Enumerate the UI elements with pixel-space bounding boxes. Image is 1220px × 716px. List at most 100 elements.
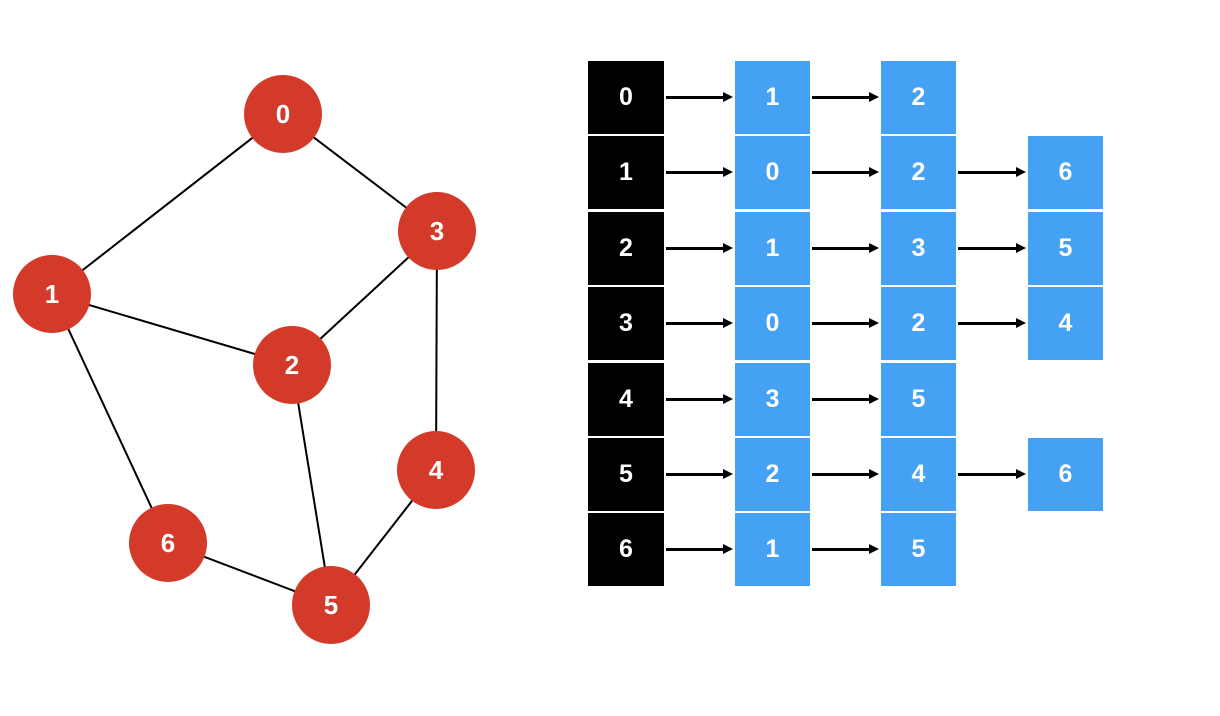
adjacency-cell-6-1: 1 [735, 513, 810, 586]
arrow-shaft [812, 548, 871, 551]
arrow-shaft [958, 473, 1018, 476]
adjacency-cell-1-2: 2 [881, 136, 956, 209]
graph-edge-0-1 [51, 113, 284, 295]
adjacency-cell-6-5: 5 [881, 513, 956, 586]
arrow-shaft [666, 247, 725, 250]
arrow-tip [869, 243, 879, 253]
graph-node-label: 5 [324, 590, 338, 620]
arrow-tip [869, 92, 879, 102]
arrow-shaft [812, 473, 871, 476]
adjacency-cell-1-6: 6 [1028, 136, 1103, 209]
arrow-shaft [666, 96, 725, 99]
arrow-tip [869, 394, 879, 404]
arrow-connector-icon [958, 243, 1026, 254]
graph-node-0 [244, 75, 322, 153]
arrow-connector-icon [812, 394, 879, 405]
graph-node-label: 3 [430, 216, 444, 246]
adjacency-cell-2-3: 3 [881, 212, 956, 285]
arrow-connector-icon [666, 167, 733, 178]
adjacency-head-cell-4: 4 [588, 363, 664, 436]
arrow-connector-icon [812, 469, 879, 480]
adjacency-cell-5-2: 2 [735, 438, 810, 511]
arrow-tip [869, 544, 879, 554]
graph-node-5 [292, 566, 370, 644]
arrow-connector-icon [666, 394, 733, 405]
arrow-connector-icon [812, 243, 879, 254]
graph-edge-2-5 [291, 364, 332, 606]
graph-node-3 [398, 192, 476, 270]
arrow-shaft [812, 398, 871, 401]
arrow-shaft [812, 322, 871, 325]
arrow-shaft [958, 247, 1018, 250]
arrow-tip [723, 243, 733, 253]
graph-edge-3-4 [435, 230, 438, 471]
arrow-shaft [812, 96, 871, 99]
arrow-shaft [666, 473, 725, 476]
adjacency-cell-2-5: 5 [1028, 212, 1103, 285]
arrow-tip [1016, 469, 1026, 479]
arrow-connector-icon [958, 469, 1026, 480]
graph-edge-1-6 [51, 293, 169, 544]
adjacency-cell-3-4: 4 [1028, 287, 1103, 360]
graph-node-6 [129, 504, 207, 582]
adjacency-head-cell-5: 5 [588, 438, 664, 511]
arrow-tip [723, 469, 733, 479]
adjacency-head-cell-3: 3 [588, 287, 664, 360]
arrow-shaft [958, 322, 1018, 325]
adjacency-cell-0-1: 1 [735, 61, 810, 134]
adjacency-cell-4-5: 5 [881, 363, 956, 436]
arrow-tip [723, 92, 733, 102]
adjacency-cell-3-0: 0 [735, 287, 810, 360]
arrow-tip [869, 167, 879, 177]
arrow-tip [1016, 243, 1026, 253]
adjacency-cell-2-1: 1 [735, 212, 810, 285]
arrow-tip [869, 469, 879, 479]
arrow-connector-icon [958, 318, 1026, 329]
arrow-tip [723, 167, 733, 177]
arrow-tip [723, 318, 733, 328]
arrow-shaft [666, 322, 725, 325]
graph-edge-1-2 [51, 293, 293, 366]
arrow-shaft [666, 171, 725, 174]
graph-node-label: 2 [285, 350, 299, 380]
adjacency-cell-4-3: 3 [735, 363, 810, 436]
arrow-connector-icon [812, 167, 879, 178]
arrow-shaft [666, 398, 725, 401]
graph-node-label: 6 [161, 528, 175, 558]
arrow-connector-icon [812, 318, 879, 329]
graph-node-4 [397, 431, 475, 509]
arrow-tip [1016, 167, 1026, 177]
arrow-tip [723, 544, 733, 554]
arrow-connector-icon [666, 92, 733, 103]
arrow-shaft [812, 247, 871, 250]
arrow-connector-icon [812, 544, 879, 555]
arrow-connector-icon [666, 544, 733, 555]
arrow-shaft [958, 171, 1018, 174]
arrow-connector-icon [666, 318, 733, 329]
adjacency-cell-3-2: 2 [881, 287, 956, 360]
arrow-connector-icon [812, 92, 879, 103]
graph-node-2 [253, 326, 331, 404]
adjacency-head-cell-0: 0 [588, 61, 664, 134]
arrow-tip [723, 394, 733, 404]
adjacency-cell-1-0: 0 [735, 136, 810, 209]
adjacency-cell-0-2: 2 [881, 61, 956, 134]
arrow-connector-icon [666, 243, 733, 254]
adjacency-head-cell-2: 2 [588, 212, 664, 285]
arrow-tip [869, 318, 879, 328]
graph-node-label: 0 [276, 99, 290, 129]
adjacency-head-cell-1: 1 [588, 136, 664, 209]
graph-canvas: 0 1 2 3 4 5 6 [13, 75, 476, 644]
arrow-shaft [812, 171, 871, 174]
arrow-shaft [666, 548, 725, 551]
adjacency-cell-5-4: 4 [881, 438, 956, 511]
graph-node-label: 4 [429, 455, 444, 485]
graph-node-label: 1 [45, 279, 59, 309]
graph-node-1 [13, 255, 91, 333]
arrow-connector-icon [958, 167, 1026, 178]
arrow-tip [1016, 318, 1026, 328]
adjacency-cell-5-6: 6 [1028, 438, 1103, 511]
adjacency-head-cell-6: 6 [588, 513, 664, 586]
